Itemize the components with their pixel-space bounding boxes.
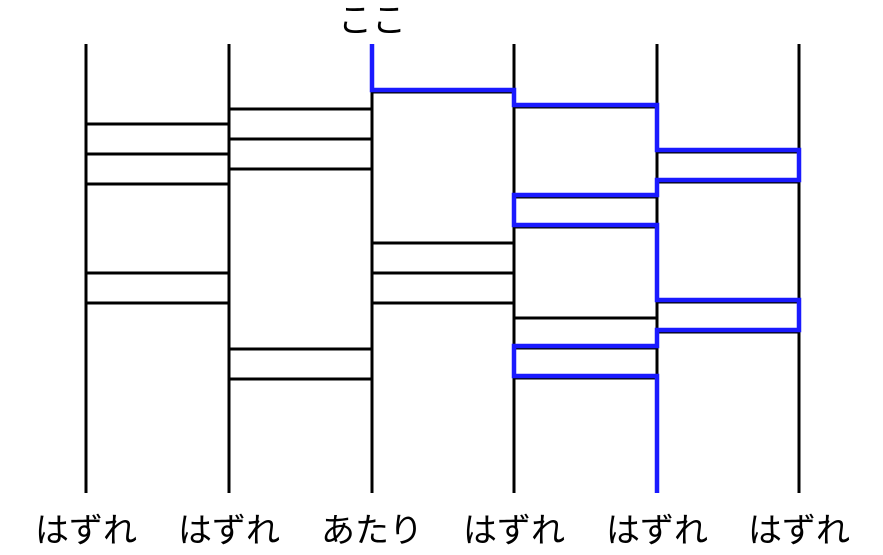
result-label-2: はずれ <box>178 511 280 551</box>
result-label-1: はずれ <box>35 511 137 551</box>
start-label: ここ <box>338 1 406 41</box>
result-label-5: はずれ <box>606 511 708 551</box>
result-label-4: はずれ <box>463 511 565 551</box>
winning-path <box>369 44 802 493</box>
result-label-3: あたり <box>321 511 423 551</box>
result-label-6: はずれ <box>748 511 850 551</box>
